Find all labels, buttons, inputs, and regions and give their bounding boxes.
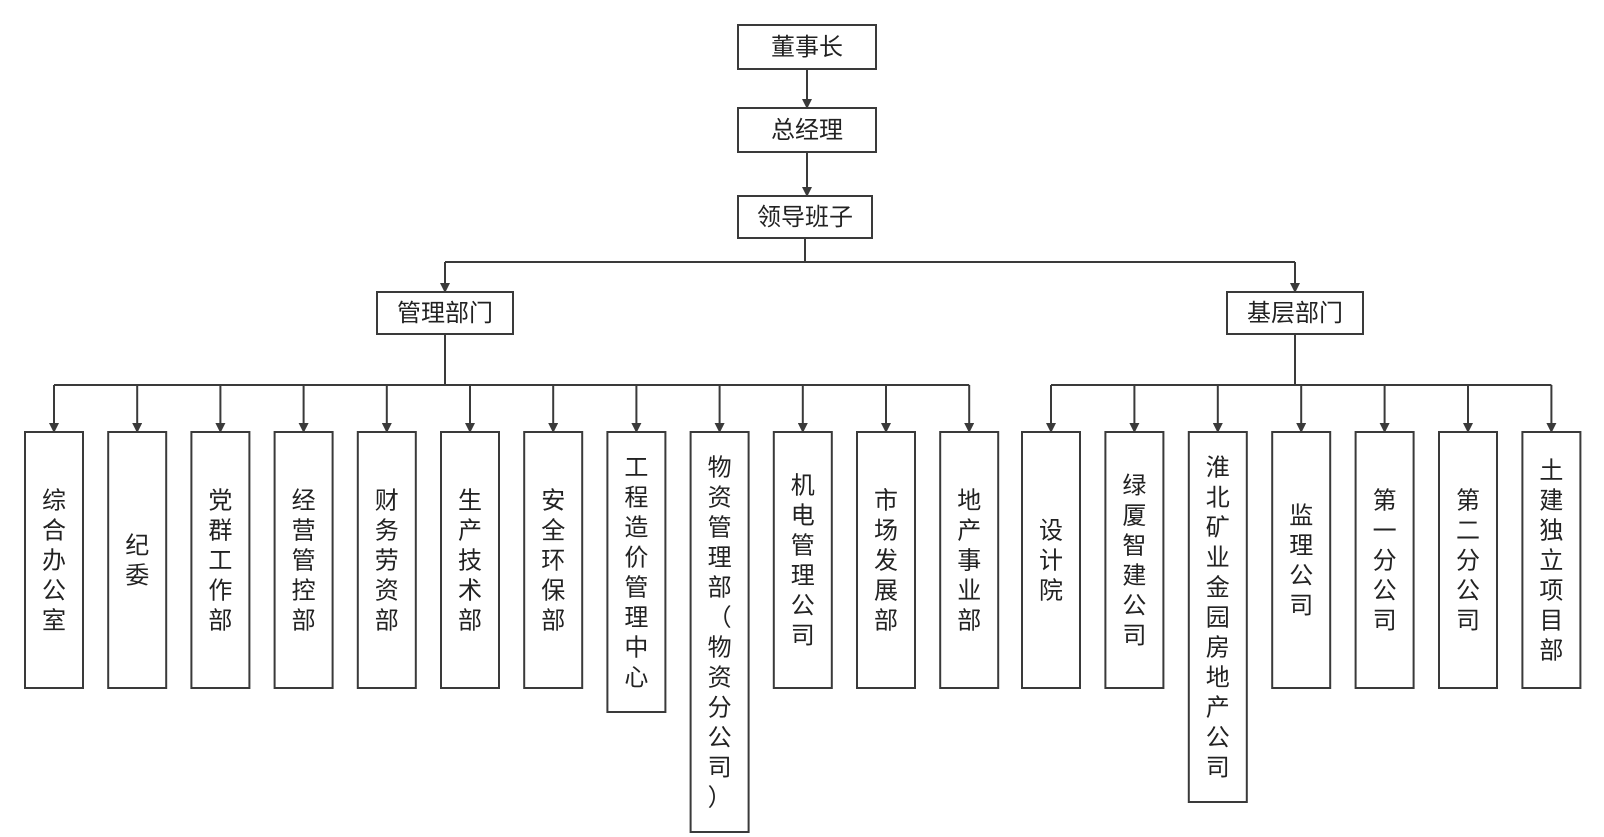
department-box <box>1187 431 1248 803</box>
department-box <box>273 431 334 689</box>
department-box <box>1104 431 1165 689</box>
department-box <box>107 431 168 689</box>
department-label: 第一分公司 <box>1373 486 1397 634</box>
department-box <box>356 431 417 689</box>
grassroots-department-7: 土建独立项目部 <box>1521 431 1582 689</box>
department-box <box>1521 431 1582 689</box>
grassroots-department-1: 设计院 <box>1021 431 1081 689</box>
general-manager-label: 总经理 <box>771 116 843 144</box>
department-label: 地产事业部 <box>957 486 981 634</box>
connector-lines <box>49 69 1557 433</box>
leadership-team-node: 领导班子 <box>737 195 873 239</box>
department-label: 监理公司 <box>1289 501 1313 619</box>
department-label: 生产技术部 <box>458 486 482 634</box>
management-dept-label: 管理部门 <box>397 299 493 327</box>
department-box <box>1271 431 1332 689</box>
department-label: 党群工作部 <box>208 486 232 634</box>
department-label: 土建独立项目部 <box>1539 456 1563 664</box>
department-box <box>1021 431 1081 689</box>
department-label: 绿厦智建公司 <box>1122 471 1146 649</box>
department-nodes: 综合办公室 纪委 党群工作部 经营管控部 财务劳资部 生产技术部 安全环保部 工程造价管理中心… <box>24 431 1582 833</box>
management-department-2: 纪委 <box>107 431 168 689</box>
management-department-8: 工程造价管理中心 <box>606 431 667 713</box>
department-box <box>440 431 500 689</box>
department-label: 财务劳资部 <box>375 486 399 634</box>
department-box <box>1354 431 1415 689</box>
general-manager-node: 总经理 <box>737 107 877 153</box>
department-label: 工程造价管理中心 <box>624 453 648 691</box>
department-label: 经营管控部 <box>292 486 316 634</box>
management-department-3: 党群工作部 <box>190 431 251 689</box>
department-label: 机电管理公司 <box>791 471 815 649</box>
department-box <box>856 431 916 689</box>
grassroots-department-4: 监理公司 <box>1271 431 1332 689</box>
management-department-9: 物资管理部（物资分公司） <box>689 431 750 833</box>
department-box <box>24 431 84 689</box>
grassroots-department-3: 淮北矿业金园房地产公司 <box>1187 431 1248 803</box>
chairman-label: 董事长 <box>771 33 843 61</box>
department-box <box>606 431 667 713</box>
management-department-4: 经营管控部 <box>273 431 334 689</box>
grassroots-dept-label: 基层部门 <box>1247 299 1343 327</box>
management-department-5: 财务劳资部 <box>356 431 417 689</box>
department-label: 物资管理部（物资分公司） <box>708 453 732 811</box>
department-label: 第二分公司 <box>1456 486 1480 634</box>
grassroots-department-6: 第二分公司 <box>1438 431 1498 689</box>
management-department-6: 生产技术部 <box>440 431 500 689</box>
department-box <box>689 431 750 833</box>
department-box <box>523 431 584 689</box>
department-box <box>1438 431 1498 689</box>
leadership-team-label: 领导班子 <box>757 203 853 231</box>
department-label: 设计院 <box>1039 516 1063 604</box>
grassroots-dept-node: 基层部门 <box>1226 291 1364 335</box>
department-box <box>772 431 833 689</box>
department-box <box>939 431 1000 689</box>
chairman-node: 董事长 <box>737 24 877 70</box>
management-department-11: 市场发展部 <box>856 431 916 689</box>
department-box <box>190 431 251 689</box>
department-label: 淮北矿业金园房地产公司 <box>1206 453 1230 781</box>
grassroots-department-5: 第一分公司 <box>1354 431 1415 689</box>
management-department-1: 综合办公室 <box>24 431 84 689</box>
management-department-12: 地产事业部 <box>939 431 1000 689</box>
department-label: 纪委 <box>125 531 149 589</box>
management-department-7: 安全环保部 <box>523 431 584 689</box>
management-department-10: 机电管理公司 <box>772 431 833 689</box>
grassroots-department-2: 绿厦智建公司 <box>1104 431 1165 689</box>
management-dept-node: 管理部门 <box>376 291 514 335</box>
department-label: 市场发展部 <box>874 486 898 634</box>
department-label: 安全环保部 <box>541 486 565 634</box>
department-label: 综合办公室 <box>42 486 66 634</box>
